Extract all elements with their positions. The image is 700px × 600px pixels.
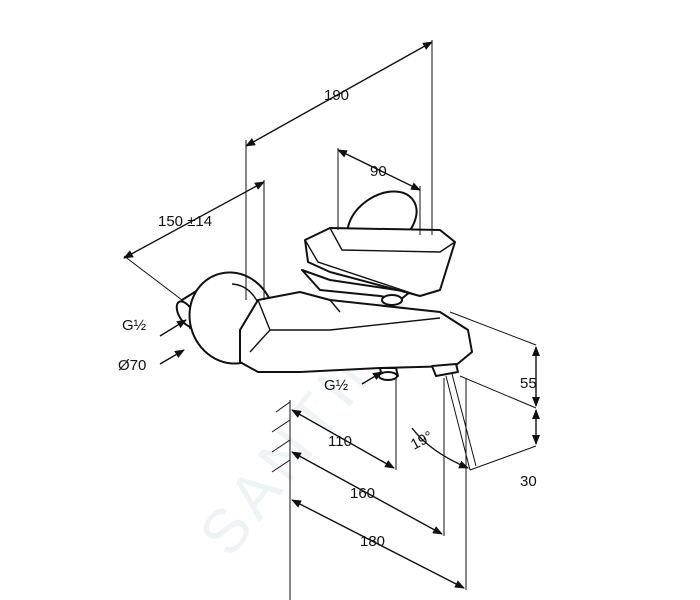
dim-19deg: 19° bbox=[408, 428, 436, 454]
dim-160: 160 bbox=[350, 485, 375, 502]
dimension-labels: 190 90 150 ±14 G½ Ø70 G½ 55 30 19° 110 1… bbox=[118, 87, 537, 550]
dim-90: 90 bbox=[370, 163, 387, 180]
dim-g12-inlet: G½ bbox=[122, 317, 147, 334]
dim-30: 30 bbox=[520, 473, 537, 490]
faucet-outline bbox=[175, 190, 473, 381]
dim-150: 150 ±14 bbox=[158, 213, 212, 230]
dim-180: 180 bbox=[360, 533, 385, 550]
dimension-lines bbox=[123, 41, 540, 589]
dim-o70: Ø70 bbox=[118, 357, 146, 374]
dim-55: 55 bbox=[520, 375, 537, 392]
dim-190: 190 bbox=[324, 87, 349, 104]
dim-110: 110 bbox=[328, 433, 352, 450]
dim-g12-outlet: G½ bbox=[324, 377, 349, 394]
